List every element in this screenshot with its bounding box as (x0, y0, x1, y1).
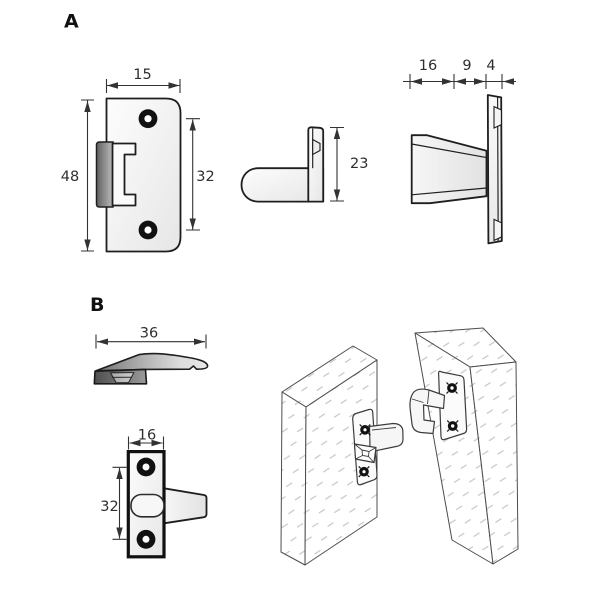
right-fitting-plate (438, 370, 468, 441)
u-bracket-channel (111, 142, 137, 207)
a-depth-view: 16 9 4 (403, 58, 516, 245)
hook-horizontal-bar (240, 167, 325, 203)
hook-notch (312, 138, 321, 156)
screw-center (450, 386, 454, 390)
section-a: A 15 48 (61, 11, 516, 253)
screw-center (363, 428, 367, 432)
a-front-view: 15 48 32 (61, 67, 215, 253)
screw-hole-top-center (144, 115, 152, 123)
b-screw-hole-top-center (142, 463, 150, 471)
left-fitting-screw-bottom (358, 465, 370, 478)
right-fitting (409, 370, 468, 441)
plate-outline (105, 97, 182, 253)
dim-width-15: 15 (105, 67, 181, 93)
arrow-left (97, 338, 108, 345)
arrow-down (333, 189, 341, 201)
dim-hole-spacing-32b: 32 (100, 466, 127, 540)
section-a-label: A (64, 11, 79, 33)
arrow-right (194, 338, 205, 345)
hook-arm (95, 352, 209, 372)
funnel-facets (354, 443, 377, 463)
dim-height-48: 48 (61, 99, 94, 252)
dim-width-16: 16 (127, 428, 165, 450)
dim-label-32b: 32 (100, 499, 118, 515)
b-screw-hole-bottom-center (142, 535, 150, 543)
arrow-right (168, 82, 180, 89)
assembly-isometric (280, 327, 519, 566)
arrow-up (84, 101, 91, 112)
right-fitting-hook-arm (409, 388, 446, 435)
tongue (163, 487, 208, 525)
u-bracket-body (95, 141, 114, 208)
left-panel-side-face (280, 391, 307, 566)
arrow (474, 78, 485, 85)
dim-label-width: 15 (133, 67, 151, 83)
screw-ticks (446, 420, 459, 432)
section-b-label: B (90, 294, 104, 316)
a-side-view: 23 (240, 126, 368, 203)
dim-label-hole-spacing: 32 (196, 169, 214, 185)
arrow (442, 78, 453, 85)
screw-ticks (359, 424, 371, 436)
screw-ticks (446, 382, 458, 394)
arrow-down (189, 218, 196, 230)
dim-label-23: 23 (350, 156, 368, 172)
arrow-down (116, 527, 123, 539)
right-fitting-screw-top (446, 382, 458, 394)
arrow-up (189, 119, 196, 131)
dim-length-36: 36 (95, 326, 207, 349)
arrow (503, 78, 514, 85)
hook-upright (307, 126, 325, 203)
screw-hole-bottom-center (144, 226, 152, 234)
dim-label-9: 9 (462, 58, 471, 74)
arrow-up (116, 468, 123, 479)
left-panel-front-face (304, 359, 378, 566)
arrow-left (107, 82, 118, 89)
right-hook-edges (411, 389, 430, 405)
boss-outline (410, 134, 488, 205)
left-fitting-screw-top (359, 424, 371, 436)
screw-ticks (358, 465, 370, 478)
left-fitting (352, 408, 404, 486)
screw-center (451, 424, 455, 428)
arrow (455, 78, 466, 85)
dim-label-36: 36 (140, 326, 158, 342)
dim-label-16b: 16 (138, 428, 156, 444)
right-panel (414, 327, 519, 565)
dim-hole-spacing-32: 32 (186, 118, 215, 231)
tongue-slot (130, 493, 165, 518)
left-panel (280, 345, 378, 566)
left-hook-edge (371, 427, 397, 431)
countersink-bottom (493, 218, 503, 242)
arrow-right (151, 439, 163, 447)
b-front-view: 16 32 (100, 428, 208, 559)
arrow-up (333, 128, 341, 139)
b-profile-view: 36 (93, 326, 209, 385)
countersink-top (493, 105, 502, 129)
screw-center (362, 470, 366, 474)
dim-height-23: 23 (330, 126, 368, 202)
dim-label-16: 16 (419, 58, 437, 74)
section-b: B 36 16 (90, 294, 519, 566)
dim-chain-16-9-4: 16 9 4 (403, 58, 516, 89)
right-panel-side-face (469, 361, 519, 565)
arrow-down (84, 239, 91, 251)
arrow (411, 78, 422, 85)
boss-taper-lines (411, 143, 487, 196)
dim-label-4: 4 (486, 58, 495, 74)
dim-label-height: 48 (61, 169, 79, 185)
right-fitting-screw-bottom (446, 420, 459, 432)
arrow-left (129, 439, 141, 447)
